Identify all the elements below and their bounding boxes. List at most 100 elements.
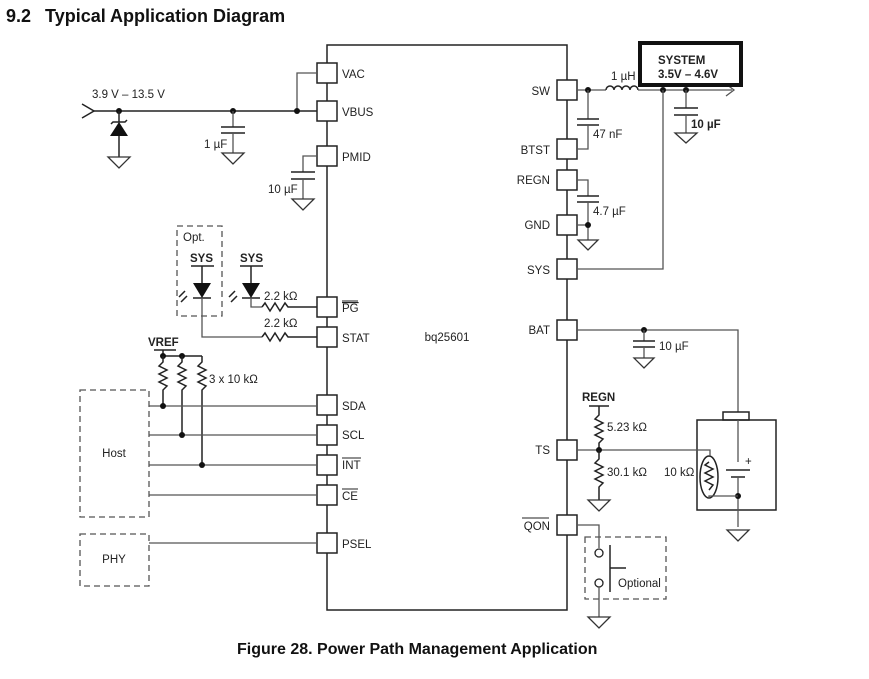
opt-label: Opt. <box>183 232 205 244</box>
ntc-label: 10 kΩ <box>664 467 695 479</box>
pin-ts: TS <box>535 439 578 461</box>
pin-ce: CE <box>316 484 358 506</box>
pin-label-sys: SYS <box>527 265 550 277</box>
section-number: 9.2 <box>6 6 32 26</box>
pin-label-bat: BAT <box>528 325 550 337</box>
pushbutton-switch-icon <box>594 548 604 558</box>
optional-led-box <box>176 225 223 317</box>
pin-pg: PG <box>316 296 359 318</box>
pg-led-icon: SYS <box>228 253 263 308</box>
sys-cap-label: 10 µF <box>691 119 721 131</box>
pin-sys: SYS <box>527 258 578 280</box>
pin-pmid: PMID <box>316 145 371 167</box>
vbus-capacitor-icon: 1 µF <box>204 111 246 165</box>
pin-qon: QON <box>522 514 578 536</box>
pin-label-scl: SCL <box>342 430 365 442</box>
pin-bat: BAT <box>528 319 578 341</box>
stat-resistor-icon: 2.2 kΩ <box>261 318 317 343</box>
ts-net: REGN 5.23 kΩ 30.1 kΩ <box>577 392 711 512</box>
pg-resistor-icon: 2.2 kΩ <box>261 291 317 313</box>
phy-box <box>79 533 150 587</box>
inductor-icon <box>605 85 639 91</box>
input-voltage-label: 3.9 V – 13.5 V <box>92 89 165 101</box>
battery-plus-label: + <box>745 456 752 468</box>
input-net: 3.9 V – 13.5 V <box>81 72 317 119</box>
regn-rail-label: REGN <box>582 392 615 404</box>
btst-cap-label: 47 nF <box>593 129 622 141</box>
ground-icon <box>725 529 751 542</box>
host-label: Host <box>102 448 126 460</box>
figure-caption: Figure 28. Power Path Management Applica… <box>237 641 598 658</box>
pmid-cap-label: 10 µF <box>268 184 298 196</box>
ts-bottom-resistor-icon <box>593 450 605 500</box>
pin-label-vac: VAC <box>342 69 365 81</box>
ground-icon <box>220 152 246 165</box>
stat-res-label: 2.2 kΩ <box>264 318 298 330</box>
pin-label-int: INT <box>342 460 361 472</box>
pin-label-psel: PSEL <box>342 539 372 551</box>
sys-rail-label-1: SYS <box>190 253 213 265</box>
pullups-label: 3 x 10 kΩ <box>209 374 258 386</box>
pullup-resistor-icon-3 <box>196 356 208 465</box>
regn-capacitor-icon: 4.7 µF <box>576 179 626 251</box>
pin-vbus: VBUS <box>316 100 374 122</box>
pmid-capacitor-icon: 10 µF <box>268 155 317 211</box>
host-box <box>79 389 150 518</box>
pin-label-pg: PG <box>342 303 359 315</box>
regn-cap-label: 4.7 µF <box>593 206 626 218</box>
pin-btst: BTST <box>521 138 578 160</box>
pin-vac: VAC <box>316 62 365 84</box>
system-title: SYSTEM <box>658 55 705 67</box>
pin-stat: STAT <box>316 326 370 348</box>
ground-icon <box>586 616 612 629</box>
ground-icon <box>576 239 600 251</box>
bat-net: 10 µF <box>577 327 739 412</box>
pin-label-sw: SW <box>531 86 550 98</box>
ground-icon <box>586 499 612 512</box>
pin-scl: SCL <box>316 424 365 446</box>
ground-icon <box>106 156 132 169</box>
pin-label-gnd: GND <box>524 220 550 232</box>
optional-switch-box <box>584 536 667 600</box>
pin-sda: SDA <box>316 394 366 416</box>
ts-bot-res-label: 30.1 kΩ <box>607 467 647 479</box>
sw-net: 1 µH <box>577 71 736 270</box>
bat-cap-label: 10 µF <box>659 341 689 353</box>
ts-top-res-label: 5.23 kΩ <box>607 422 647 434</box>
vbus-cap-label: 1 µF <box>204 139 227 151</box>
ts-top-resistor-icon <box>593 406 605 450</box>
pg-res-label: 2.2 kΩ <box>264 291 298 303</box>
section-title: 9.2 Typical Application Diagram <box>6 6 285 27</box>
pin-label-vbus: VBUS <box>342 107 374 119</box>
pin-label-btst: BTST <box>521 145 550 157</box>
inductor-label: 1 µH <box>611 71 636 83</box>
ic-part-label: bq25601 <box>425 332 470 344</box>
pin-label-qon: QON <box>524 521 550 533</box>
sys-capacitor-icon: 10 µF <box>673 90 721 144</box>
tvs-diode-icon <box>106 111 132 169</box>
ground-icon <box>673 132 699 144</box>
pin-regn: REGN <box>517 169 578 191</box>
qon-net: Optional <box>577 524 667 629</box>
section-title-text: Typical Application Diagram <box>45 6 286 26</box>
system-box <box>638 41 743 87</box>
pin-label-stat: STAT <box>342 333 370 345</box>
phy-label: PHY <box>102 554 126 566</box>
pin-label-pmid: PMID <box>342 152 371 164</box>
ground-icon <box>290 198 316 211</box>
optional-label: Optional <box>618 578 661 590</box>
vref-label: VREF <box>148 337 179 349</box>
pullup-resistor-icon-1 <box>157 356 169 406</box>
pin-psel: PSEL <box>316 532 372 554</box>
pin-label-regn: REGN <box>517 175 550 187</box>
system-range: 3.5V – 4.6V <box>658 69 718 81</box>
pin-label-ce: CE <box>342 491 358 503</box>
pin-int: INT <box>316 454 361 476</box>
sys-rail-label-2: SYS <box>240 253 263 265</box>
pin-label-sda: SDA <box>342 401 366 413</box>
battery-pack: + 10 kΩ <box>664 411 777 542</box>
ground-icon <box>632 357 656 369</box>
input-arrow-icon <box>81 103 96 119</box>
stat-led-icon: SYS <box>178 253 262 338</box>
